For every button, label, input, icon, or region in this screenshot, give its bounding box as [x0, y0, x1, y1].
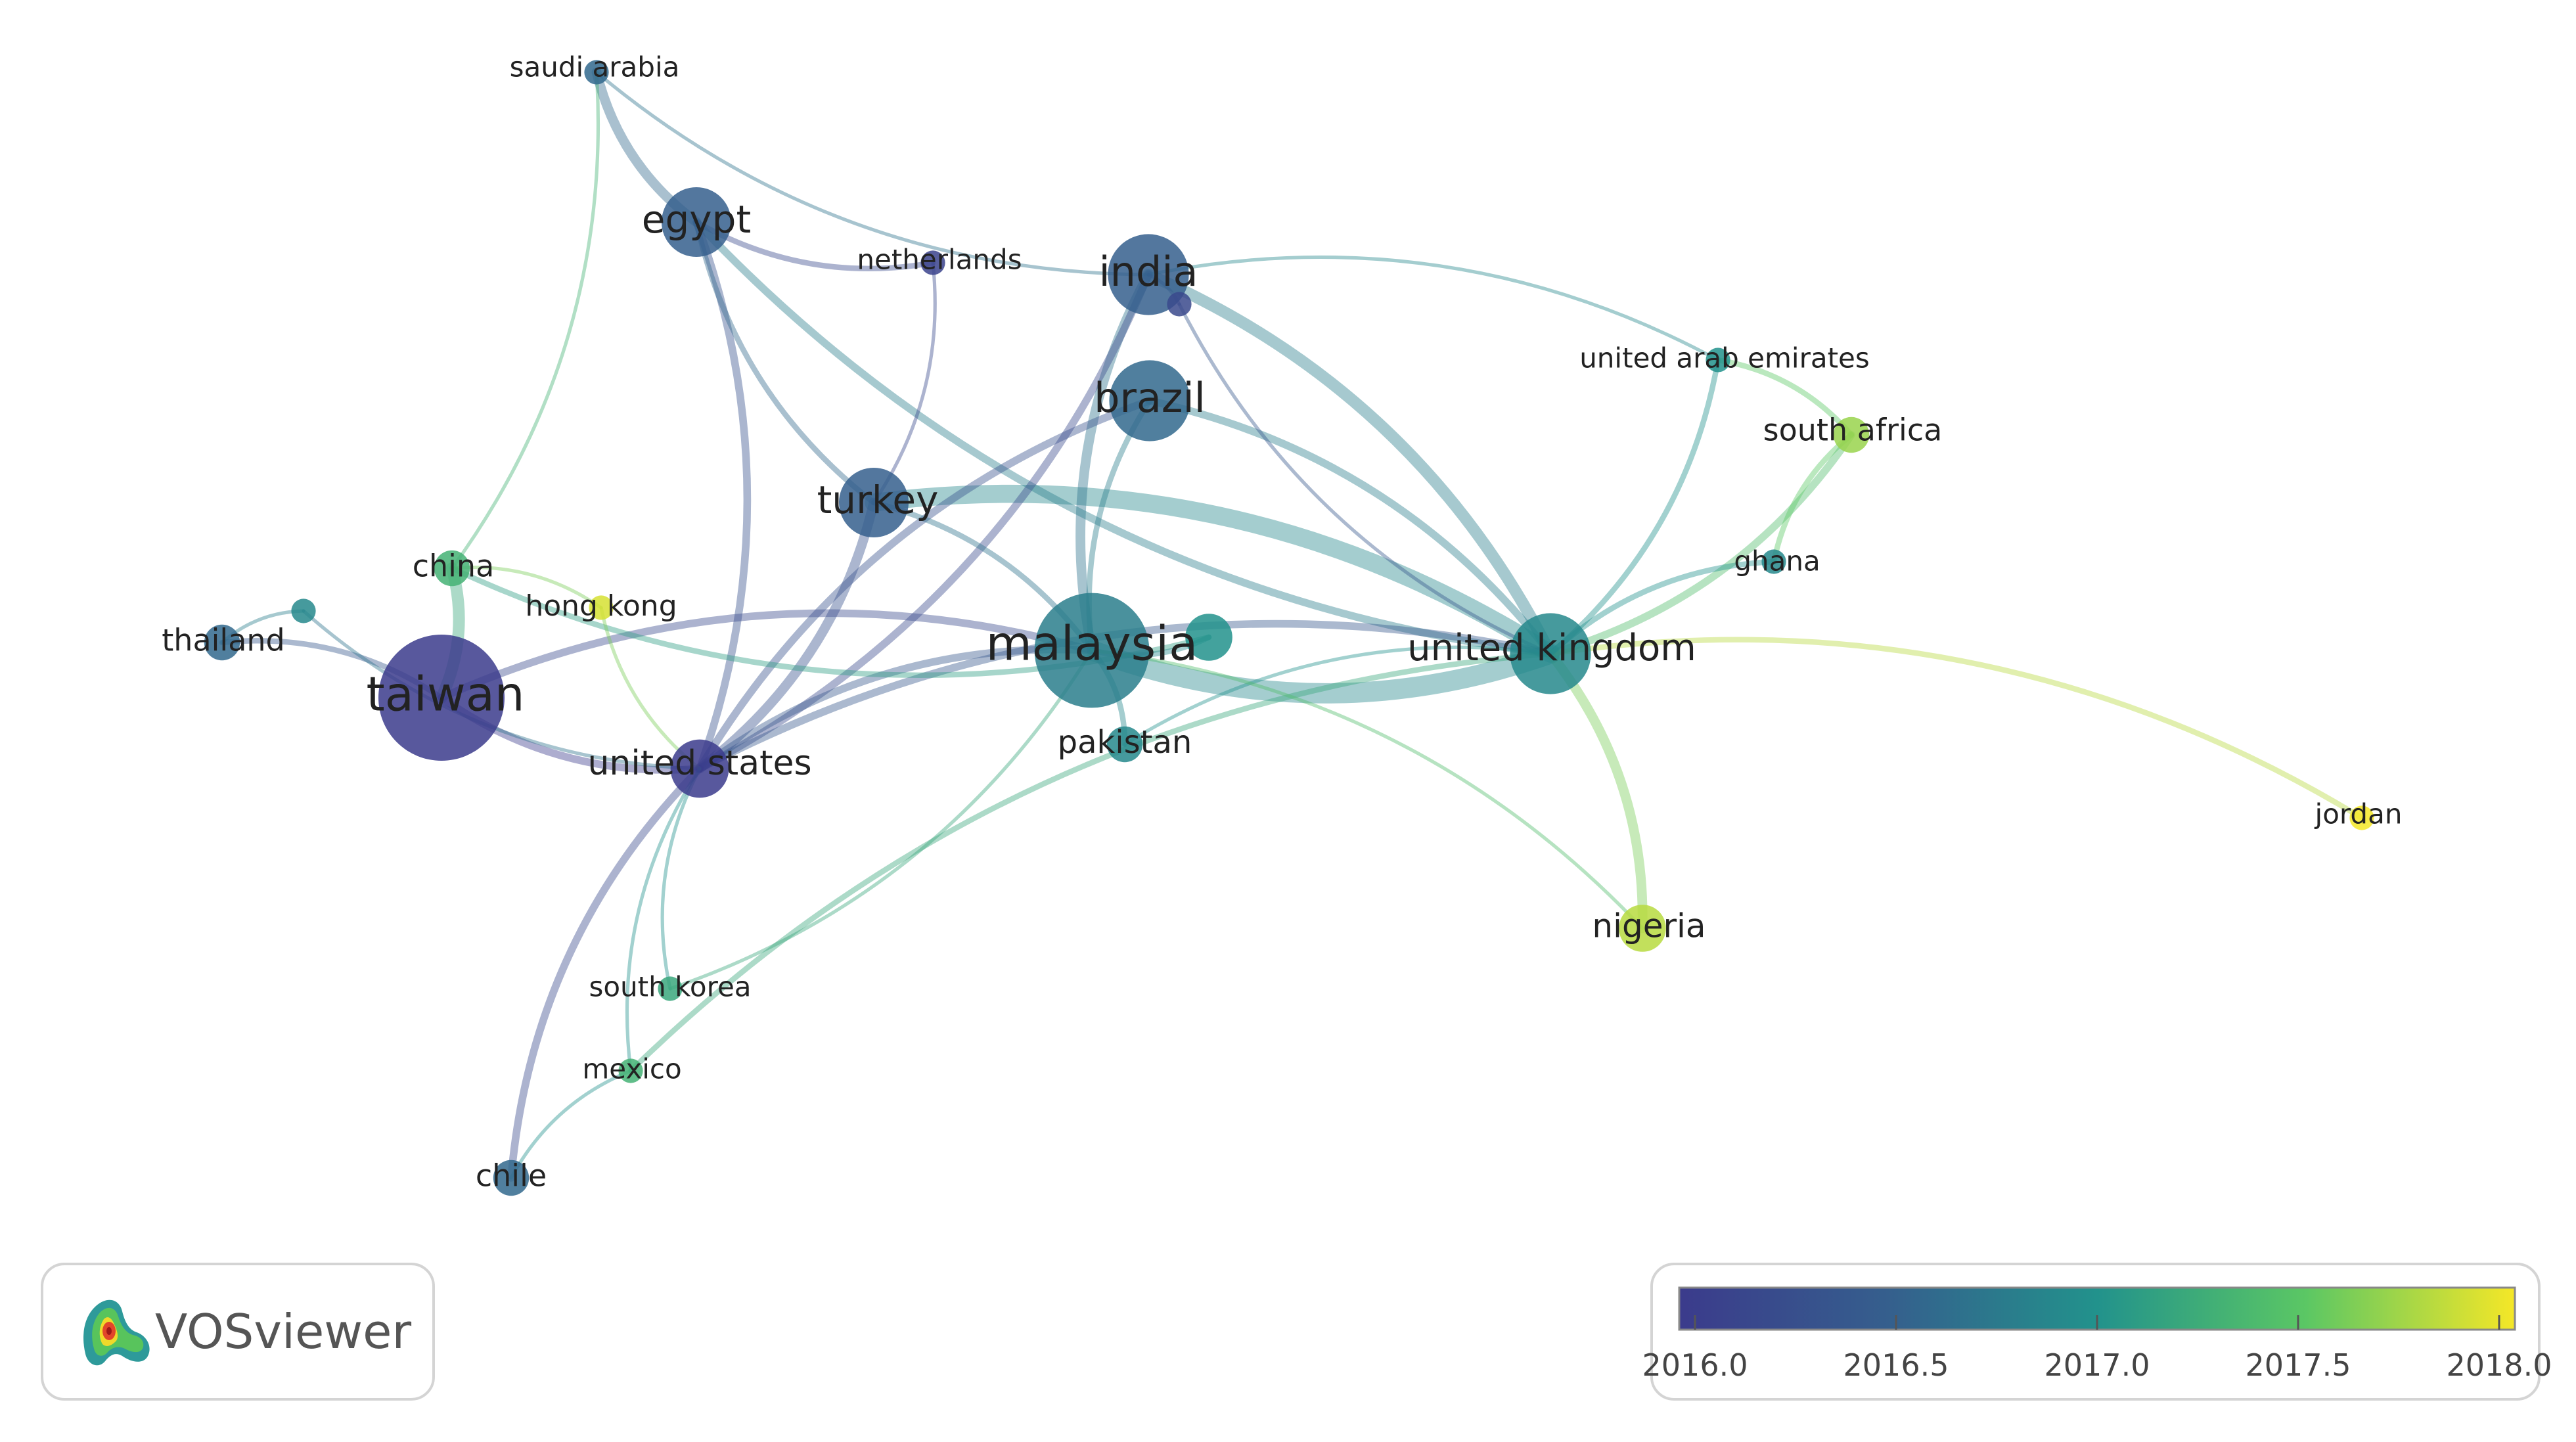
label-china[interactable]: china [413, 549, 495, 584]
node-india[interactable] [1108, 234, 1189, 315]
node-united-arab-emirates[interactable] [1706, 348, 1730, 372]
label-united-arab-emirates[interactable]: united arab emirates [1579, 342, 1870, 374]
scale-tick-label: 2018.0 [2447, 1347, 2552, 1383]
vosviewer-logo-icon [83, 1299, 150, 1366]
link-united_states-malaysia [696, 645, 1096, 773]
node-united-states[interactable] [670, 739, 729, 798]
link-united_kingdom-jordan [1547, 637, 2365, 821]
label-mexico[interactable]: mexico [582, 1053, 681, 1085]
label-united-states[interactable]: united states [587, 744, 811, 783]
scale-ticks: 2016.0 2016.5 2017.0 2017.5 2018.0 [1642, 1315, 2552, 1383]
link-egypt-united_states [692, 218, 752, 773]
nodes-layer [204, 60, 2374, 1196]
scale-tick-label: 2016.0 [1642, 1347, 1748, 1383]
color-scale: 2016.0 2016.5 2017.0 2017.5 2018.0 [1642, 1286, 2552, 1383]
link-egypt-united_kingdom [692, 218, 1554, 658]
node-chile[interactable] [493, 1160, 530, 1196]
label-chile[interactable]: chile [476, 1158, 547, 1194]
node-netherlands[interactable] [920, 250, 945, 275]
link-taiwan-malaysia [438, 609, 1096, 702]
link-nigeria-malaysia [1090, 648, 1644, 930]
link-unlabeled_3-united_kingdom [1177, 302, 1552, 656]
label-saudi-arabia[interactable]: saudi arabia [510, 51, 680, 83]
labels-layer: taiwan malaysia united kingdom india brazil e… [162, 51, 2402, 1194]
link-united_kingdom-united_arab_emirates [1547, 357, 1721, 657]
node-saudi-arabia[interactable] [584, 60, 609, 85]
node-hong-kong[interactable] [589, 595, 614, 620]
node-unlabeled-3[interactable] [1167, 292, 1192, 317]
label-brazil[interactable]: brazil [1094, 374, 1206, 422]
node-egypt[interactable] [662, 187, 731, 257]
label-taiwan[interactable]: taiwan [367, 667, 525, 722]
label-hong-kong[interactable]: hong kong [525, 589, 677, 623]
brand-panel: VOSviewer [41, 1263, 435, 1401]
link-south_korea-united_states [660, 767, 702, 991]
scale-tick-label: 2017.5 [2246, 1347, 2351, 1383]
link-united_kingdom-nigeria [1545, 648, 1648, 934]
label-pakistan[interactable]: pakistan [1058, 724, 1192, 761]
link-south_africa-ghana [1771, 432, 1855, 565]
links-layer [219, 67, 2365, 1182]
label-jordan[interactable]: jordan [2315, 798, 2403, 830]
label-united-kingdom[interactable]: united kingdom [1407, 627, 1696, 669]
link-united_kingdom-mexico [627, 650, 1554, 1074]
brand-name: VOSviewer [155, 1304, 412, 1359]
label-south-korea[interactable]: south korea [589, 971, 751, 1003]
link-turkey-united_kingdom [865, 484, 1560, 663]
label-india[interactable]: india [1098, 248, 1198, 296]
label-egypt[interactable]: egypt [642, 197, 751, 242]
node-ghana[interactable] [1761, 549, 1786, 574]
link-netherlands-turkey [872, 261, 937, 505]
overlay-color-legend: 2016.0 2016.5 2017.0 2017.5 2018.0 [1642, 1263, 2552, 1401]
node-thailand[interactable] [204, 624, 240, 661]
scale-tick-label: 2016.5 [1843, 1347, 1949, 1383]
link-united_states-india [696, 271, 1152, 773]
link-saudi_arabia-china [450, 70, 600, 570]
label-netherlands[interactable]: netherlands [857, 244, 1022, 276]
link-south_korea-malaysia [668, 648, 1094, 991]
label-thailand[interactable]: thailand [162, 623, 284, 658]
label-turkey[interactable]: turkey [817, 478, 939, 522]
node-jordan[interactable] [2349, 805, 2374, 830]
link-china-hong_kong [450, 565, 603, 610]
node-taiwan[interactable] [378, 635, 505, 761]
link-brazil-united_kingdom [1146, 397, 1554, 658]
link-india-united_arab_emirates [1146, 255, 1720, 362]
link-mexico-chile [509, 1069, 633, 1180]
scale-tick-label: 2017.0 [2045, 1347, 2150, 1383]
link-united_kingdom-south_africa [1547, 431, 1855, 658]
node-pakistan[interactable] [1106, 726, 1143, 763]
node-mexico[interactable] [618, 1058, 643, 1083]
link-united_states-chile [507, 765, 704, 1182]
link-malaysia-united_kingdom [1081, 640, 1561, 704]
link-egypt-turkey [693, 219, 877, 506]
node-turkey[interactable] [839, 468, 909, 537]
link-mexico-united_states [625, 767, 702, 1073]
node-malaysia[interactable] [1034, 593, 1150, 708]
link-united_arab_emirates-south_africa [1715, 357, 1855, 438]
link-pakistan-united_kingdom [1123, 645, 1552, 746]
label-malaysia[interactable]: malaysia [986, 616, 1198, 671]
label-ghana[interactable]: ghana [1734, 545, 1820, 577]
node-china[interactable] [434, 550, 470, 587]
node-unlabeled-1[interactable] [1185, 614, 1232, 661]
link-united_states-brazil [696, 397, 1154, 773]
node-united-kingdom[interactable] [1510, 613, 1591, 694]
node-brazil[interactable] [1109, 360, 1190, 441]
label-south-africa[interactable]: south africa [1763, 413, 1943, 448]
node-south-korea[interactable] [658, 976, 683, 1001]
label-nigeria[interactable]: nigeria [1592, 907, 1706, 945]
node-unlabeled-2[interactable] [291, 598, 316, 623]
node-nigeria[interactable] [1619, 905, 1666, 952]
link-saudi_arabia-india [595, 70, 1150, 277]
link-india-united_kingdom [1142, 269, 1556, 660]
link-united_states-turkey [694, 497, 879, 774]
node-south-africa[interactable] [1833, 417, 1870, 453]
